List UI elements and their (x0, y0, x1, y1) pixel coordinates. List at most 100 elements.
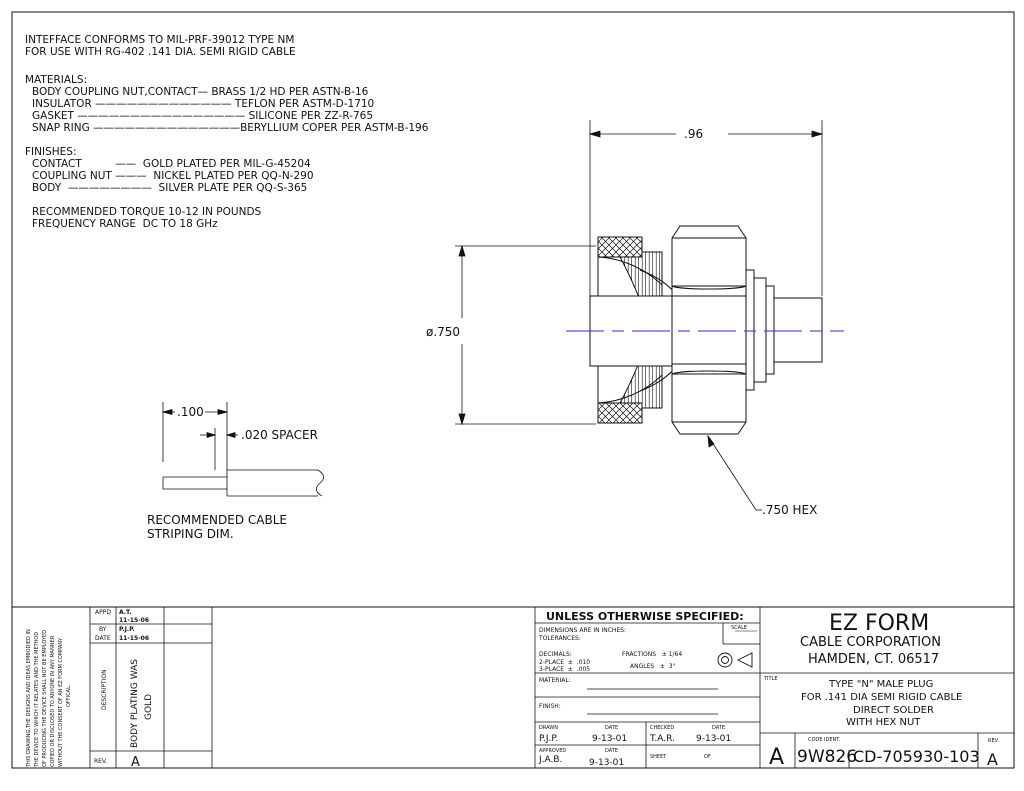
strip-length-label: .100 (177, 405, 204, 419)
cable-break-symbol (316, 469, 324, 497)
rev-value: A (131, 755, 140, 770)
three-place: 3-PLACE ± .005 (539, 666, 590, 673)
materials-heading: MATERIALS: (25, 74, 87, 86)
finish-line: CONTACT —— GOLD PLATED PER MIL-G-45204 (32, 158, 311, 170)
title-block (760, 672, 1014, 768)
date-label: DATE (95, 635, 111, 642)
torque-note: RECOMMENDED TORQUE 10-12 IN POUNDS (32, 206, 262, 218)
checked-date-label: DATE (712, 725, 725, 731)
dims-note-2: TOLERANCES: (538, 635, 581, 642)
nut-section-top (597, 236, 643, 258)
length-dimension (588, 120, 824, 296)
revision-block (89, 607, 213, 768)
title-line: FOR .141 DIA SEMI RIGID CABLE (801, 692, 962, 703)
title-line: TYPE "N" MALE PLUG (828, 679, 933, 690)
projection-symbol (717, 652, 753, 668)
two-place: 2-PLACE ± .010 (539, 659, 590, 666)
sheet-border (11, 11, 1015, 769)
strip-detail (161, 402, 324, 497)
hex-leader (707, 434, 762, 511)
description-line2: GOLD (144, 694, 154, 720)
general-notes: INTEFFACE CONFORMS TO MIL-PRF-39012 TYPE… (25, 34, 429, 230)
of-label: OF (704, 754, 711, 760)
description-line1: BODY PLATING WAS (130, 659, 140, 748)
fractions: FRACTIONS ± 1/64 (622, 651, 682, 658)
finish-line: BODY ———————— SILVER PLATE PER QQ-S-365 (32, 182, 307, 194)
approved-date: 9-13-01 (589, 758, 624, 768)
drawn-label: DRAWN (539, 725, 558, 731)
finish-line: COUPLING NUT ——— NICKEL PLATED PER QQ-N-… (32, 170, 314, 182)
code-ident-label: CODE IDENT. (808, 737, 841, 743)
frequency-note: FREQUENCY RANGE DC TO 18 GHz (32, 218, 218, 230)
connector-section-view (589, 225, 823, 435)
spacer-label: .020 SPACER (241, 428, 318, 442)
checked-date: 9-13-01 (696, 734, 731, 744)
title-line: DIRECT SOLDER (853, 705, 934, 716)
length-label: .96 (684, 127, 703, 141)
rear-ring-1 (745, 269, 755, 391)
rear-ring-2 (753, 277, 767, 383)
by-label: BY (99, 626, 107, 633)
checked-label: CHECKED (650, 725, 674, 731)
cable-entry-sleeve (773, 297, 823, 363)
note-cable: FOR USE WITH RG-402 .141 DIA. SEMI RIGID… (25, 46, 296, 58)
drawing-number: CD-705930-103 (853, 747, 980, 766)
hex-bevel-upper (671, 285, 747, 290)
checked-by: T.A.R. (649, 734, 675, 744)
description-label: DESCRIPTION (101, 669, 108, 710)
title-label: TITLE (763, 676, 778, 682)
material-line: SNAP RING ——————————————BERYLLIUM COPER … (32, 122, 429, 134)
dims-note-1: DIMENSIONS ARE IN INCHES: (539, 627, 626, 634)
decimals-label: DECIMALS: (539, 651, 572, 658)
approved-date-label: DATE (605, 748, 618, 754)
company-name: EZ FORM (829, 611, 929, 636)
company-subname: CABLE CORPORATION (800, 635, 941, 650)
angles: ANGLES ± 3° (630, 663, 676, 670)
drawn-date-label: DATE (605, 725, 618, 731)
drawn-date: 9-13-01 (592, 734, 627, 744)
title-rev-value: A (987, 750, 998, 769)
material-line: INSULATOR ————————————— TEFLON PER ASTM-… (32, 98, 374, 110)
disclaimer-text: THIS DRAWING,THE DESIGNS AND IDEAS EMBOD… (26, 629, 72, 768)
finish-label: FINISH: (539, 703, 561, 710)
size-value: A (769, 745, 784, 770)
sheet-label: SHEET (650, 754, 667, 760)
insulator-thread-upper (619, 251, 663, 301)
material-label: MATERIAL: (539, 677, 571, 684)
material-line: GASKET ———————————————— SILICONE PER ZZ-… (32, 110, 373, 122)
scale-label: SCALE (731, 625, 747, 631)
finishes-heading: FINISHES: (25, 146, 77, 158)
svg-text:THIS DRAWING,THE DESIGNS AND I: THIS DRAWING,THE DESIGNS AND IDEAS EMBOD… (26, 629, 32, 768)
company-location: HAMDEN, CT. 06517 (808, 652, 939, 667)
drawn-by: P.J.P. (539, 734, 558, 744)
tolerance-heading: UNLESS OTHERWISE SPECIFIED: (546, 610, 744, 623)
approved-label: APPROVED (539, 748, 566, 754)
date-value: 11-15-06 (119, 635, 149, 642)
svg-text:OFFICAL.: OFFICAL. (66, 684, 72, 707)
material-line: BODY COUPLING NUT,CONTACT— BRASS 1/2 HD … (32, 86, 369, 98)
rev-label: REV. (94, 758, 107, 765)
hex-nut (671, 225, 747, 435)
strip-caption-2: STRIPING DIM. (147, 527, 234, 541)
strip-caption-1: RECOMMENDED CABLE (147, 513, 287, 527)
title-line: WITH HEX NUT (846, 717, 921, 728)
tolerance-block (534, 607, 761, 768)
approved-by: J.A.B. (538, 755, 562, 765)
hex-label: .750 HEX (762, 503, 817, 517)
note-interface: INTEFFACE CONFORMS TO MIL-PRF-39012 TYPE… (25, 34, 294, 46)
svg-text:THE DEVICE TO WHICH IT RELATES: THE DEVICE TO WHICH IT RELATES AND THE M… (34, 632, 40, 768)
code-ident-value: 9W826 (797, 747, 857, 767)
svg-text:COPIED OR DISCLOSED TO ANYONE: COPIED OR DISCLOSED TO ANYONE IN ANY MAN… (50, 635, 56, 767)
appd-value: A.T. (119, 609, 132, 616)
by-value: P.J.P. (119, 626, 135, 633)
hex-bevel-lower (671, 370, 747, 375)
appd-date: 11-15-06 (119, 617, 149, 624)
svg-text:OF PRODUCING THE DEVICE SHALL: OF PRODUCING THE DEVICE SHALL NOT BE EMP… (42, 630, 48, 767)
rear-ring-3 (765, 285, 775, 375)
diameter-dimension (455, 244, 596, 426)
appd-label: APPD (95, 609, 111, 616)
svg-text:WITHOUT THE CONSENT OF AN EZ F: WITHOUT THE CONSENT OF AN EZ FORM COMPAN… (58, 637, 64, 767)
nut-section-bottom (597, 402, 643, 424)
title-rev-label: REV. (988, 738, 999, 744)
